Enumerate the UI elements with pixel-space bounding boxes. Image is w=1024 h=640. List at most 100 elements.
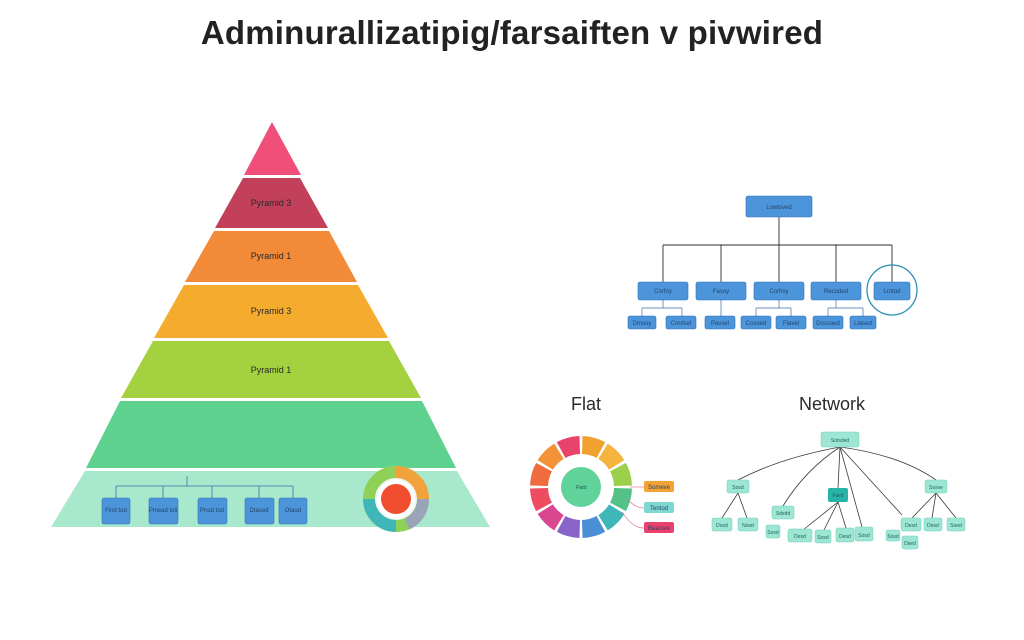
network-leaf-label: Nosd [742, 523, 754, 529]
org-level2-label: Pavsel [711, 321, 729, 327]
org-level1-label: Fasoy [713, 289, 729, 295]
flat-wheel-segment [530, 487, 552, 512]
network-leaf-label: Desd [927, 523, 939, 529]
network-leaf-label: Desd [794, 534, 806, 540]
network-node-label: Sosve [929, 485, 943, 491]
org-level1-box [695, 281, 747, 301]
flat-wheel-segment [581, 516, 606, 538]
network-section-label: Network [799, 394, 866, 414]
network-root-node [820, 431, 860, 448]
network-leaf-label: Soed [950, 523, 962, 529]
flat-wheel-segment [537, 504, 564, 531]
pyramid-layer-2-label: Pyramid 1 [251, 251, 292, 261]
org-level1-box [637, 281, 689, 301]
flat-tag-label: Tentod [650, 506, 668, 512]
org-level2-box [812, 315, 844, 330]
pyramid-layer-1-label: Pyramid 3 [251, 198, 292, 208]
network-structure-diagram: Network Sotsded Sosd Fsed Sosve [711, 394, 966, 550]
pyramid-layer-4-label: Pyramid 1 [251, 365, 292, 375]
pyramid-layer-3 [154, 285, 388, 338]
flat-wheel-segment [610, 487, 632, 512]
network-leaf-node [946, 517, 966, 532]
flat-wheel-segment [530, 462, 552, 487]
network-leaf-node [835, 527, 855, 543]
org-level1-label: Corfoy [654, 289, 672, 295]
network-node [924, 479, 948, 494]
pyramid-base-box-label: Dtaud [285, 508, 301, 514]
flat-wheel-segment [598, 504, 625, 531]
pyramid-base-box [148, 497, 179, 525]
flat-wheel-segment [610, 462, 632, 487]
network-leaf-label: Desd [839, 534, 851, 540]
flat-tag-label: Someve [648, 485, 671, 491]
pyramid-diagram: Pyramid 3 Pyramid 1 Pyramid 3 Pyramid 1 … [51, 122, 490, 532]
network-leaf-label: Sdedd [776, 511, 791, 517]
pyramid-apex [244, 122, 301, 175]
pyramid-base-org-chart [115, 476, 294, 498]
network-leaf-label: Sosd [767, 530, 779, 536]
org-level2-box [775, 315, 807, 330]
flat-structure-diagram: Flat Flatd Someve Tentod Bearsve [530, 394, 674, 538]
pyramid-base-box [244, 497, 275, 525]
org-level2-label: Cordsel [671, 321, 692, 327]
network-leaf-label: Sosd [817, 535, 829, 541]
org-level1-box [810, 281, 862, 301]
org-level1-box [753, 281, 805, 301]
org-level2-label: Flavel [783, 321, 799, 327]
pyramid-layer-5 [86, 401, 456, 468]
network-leaf-label: Dsed [904, 541, 916, 547]
network-leaf-label: Dosd [716, 523, 728, 529]
hierarchical-org-chart: Lowtsved Corfoy Fasoy Corhsy Recoded Lro… [627, 195, 918, 330]
network-leaf-node [765, 524, 781, 539]
network-node [726, 479, 750, 494]
org-level2-box [627, 315, 657, 330]
org-level1-label: Recoded [824, 289, 848, 295]
pyramid-layer-3-label: Pyramid 3 [251, 306, 292, 316]
pyramid-layer-4 [121, 341, 421, 398]
org-level2-label: Dossoed [816, 321, 840, 327]
pyramid-ring-icon [363, 466, 429, 532]
flat-wheel-segment [556, 516, 581, 538]
pyramid-layer-1 [215, 178, 328, 228]
org-level2-box [849, 315, 877, 330]
network-node-label: Sosd [732, 485, 744, 491]
network-hub-node [828, 488, 848, 502]
flat-wheel-segment [537, 443, 564, 470]
network-leaf-node [901, 535, 919, 550]
flat-center-label: Flatd [575, 485, 586, 491]
network-root-label: Sotsded [831, 438, 850, 444]
pyramid-layer-2 [185, 231, 357, 282]
pyramid-base-box [278, 497, 308, 525]
network-leaf-node [900, 517, 922, 532]
org-root-box [745, 195, 813, 218]
network-leaf-label: Desd [905, 523, 917, 529]
org-level1-label: Lrotod [883, 289, 900, 295]
network-node-label: Fsed [832, 493, 843, 499]
flat-wheel [530, 436, 632, 538]
page-title: Adminurallizatiрig/farsaiften v pivwired [200, 14, 824, 51]
network-leaf-label: Sosd [887, 534, 899, 540]
flat-section-label: Flat [571, 394, 601, 414]
org-level1-highlight-ring [866, 264, 918, 316]
network-leaf-node [854, 526, 874, 542]
flat-tag [644, 481, 674, 492]
flat-wheel-segment [598, 443, 625, 470]
org-root-label: Lowtsved [766, 205, 791, 211]
flat-tag-label: Bearsve [648, 526, 671, 532]
org-level2-label: Cosoed [746, 321, 767, 327]
network-leaf-node [923, 517, 943, 532]
org-level2-box [704, 315, 736, 330]
pyramid-base-box [197, 497, 228, 525]
flat-tag [644, 522, 674, 533]
org-level2-label: Dmsoy [633, 321, 652, 327]
pyramid-base-box-label: Pmead toll [149, 508, 177, 514]
org-level2-box [665, 315, 697, 330]
flat-wheel-segment [556, 436, 581, 458]
network-leaf-node [711, 517, 733, 532]
org-level1-label: Corhsy [769, 289, 788, 295]
flat-center-node [561, 467, 601, 507]
network-leaf-node [885, 529, 901, 542]
org-level2-box [740, 315, 772, 330]
network-leaf-node [787, 528, 813, 543]
